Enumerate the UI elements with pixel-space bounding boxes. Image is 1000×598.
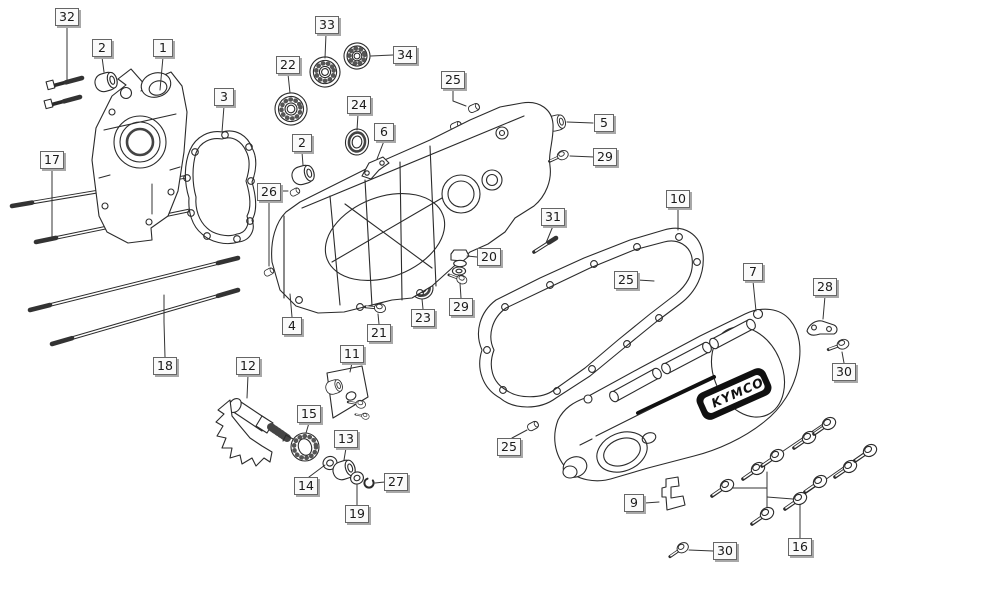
leader-line-29-23 — [459, 282, 462, 299]
leader-line-15-30 — [305, 422, 310, 434]
part-callout-25-21[interactable]: 25 — [614, 271, 638, 289]
drain-bolt-20-drawing — [450, 249, 470, 276]
circlip-27-drawing — [363, 477, 375, 489]
leader-line-25-11 — [452, 88, 467, 107]
part-callout-11-29[interactable]: 11 — [340, 345, 364, 363]
part-callout-30-37[interactable]: 30 — [713, 542, 737, 560]
part-callout-33-7[interactable]: 33 — [315, 16, 339, 34]
part-callout-31-16[interactable]: 31 — [541, 208, 565, 226]
leader-line-29-15 — [569, 155, 595, 158]
leader-line-27-34 — [374, 481, 386, 484]
leader-line-13-31 — [343, 447, 347, 461]
leader-line-3-3 — [221, 105, 225, 133]
leader-line-6-10 — [376, 140, 385, 160]
part-callout-4-26[interactable]: 4 — [282, 317, 302, 335]
leader-line-18-5 — [163, 294, 166, 358]
gasket-3-drawing — [183, 130, 257, 245]
transmission-cover-drawing: KYMCO — [554, 308, 801, 482]
bracket-9-drawing — [661, 476, 686, 511]
part-callout-28-19[interactable]: 28 — [813, 278, 837, 296]
part-callout-22-6[interactable]: 22 — [276, 56, 300, 74]
bearing-33-drawing — [309, 56, 341, 88]
kickstart-spindle-drawing — [215, 397, 291, 467]
part-callout-9-36[interactable]: 9 — [624, 494, 644, 512]
leader-line-7-18 — [752, 280, 757, 312]
crankcase-right-drawing — [271, 101, 554, 314]
leader-line-4-26 — [289, 293, 293, 318]
part-callout-19-33[interactable]: 19 — [345, 505, 369, 523]
part-callout-29-15[interactable]: 29 — [593, 148, 617, 166]
part-callout-5-14[interactable]: 5 — [594, 114, 614, 132]
leader-line-34-8 — [370, 54, 394, 57]
lever-28-drawing — [806, 320, 838, 336]
leader-line-12-28 — [246, 374, 249, 399]
leader-line-31-16 — [545, 225, 554, 244]
leader-line-20-22 — [466, 255, 478, 258]
part-callout-21-25[interactable]: 21 — [367, 324, 391, 342]
leader-line-14-32 — [308, 464, 326, 478]
part-callout-10-17[interactable]: 10 — [666, 190, 690, 208]
leader-line-21-25 — [377, 313, 380, 325]
leader-line-30-20 — [841, 351, 845, 364]
leader-line-2-1 — [101, 56, 105, 73]
leader-line-2-12 — [301, 151, 304, 166]
part-callout-30-20[interactable]: 30 — [832, 363, 856, 381]
bracket-6-drawing — [361, 156, 390, 180]
part-callout-2-12[interactable]: 2 — [292, 134, 312, 152]
leader-line-5-14 — [566, 121, 594, 124]
part-callout-3-3[interactable]: 3 — [214, 88, 234, 106]
part-callout-26-13[interactable]: 26 — [257, 183, 281, 201]
part-callout-14-32[interactable]: 14 — [294, 477, 318, 495]
leader-line-9-36 — [644, 501, 660, 504]
leader-line-11-29 — [349, 362, 353, 373]
stud-31-drawing — [532, 235, 559, 254]
leader-line-22-6 — [287, 73, 291, 94]
cover-gasket-10-drawing — [478, 227, 704, 408]
leader-line-25-35 — [511, 429, 528, 439]
part-callout-15-30[interactable]: 15 — [297, 405, 321, 423]
oil-seal-24-drawing — [344, 128, 370, 156]
leader-line-33-7 — [324, 33, 327, 59]
part-callout-27-34[interactable]: 27 — [384, 473, 408, 491]
part-callout-13-31[interactable]: 13 — [334, 430, 358, 448]
part-callout-6-10[interactable]: 6 — [374, 123, 394, 141]
bearing-22-drawing — [274, 92, 308, 126]
part-callout-23-24[interactable]: 23 — [411, 309, 435, 327]
leader-line-24-9 — [356, 113, 359, 131]
part-callout-2-1[interactable]: 2 — [92, 39, 112, 57]
leader-line-28-19 — [822, 295, 826, 320]
part-callout-25-35[interactable]: 25 — [497, 438, 521, 456]
leader-line-30-37 — [688, 549, 714, 552]
washer-19-drawing — [350, 471, 364, 485]
leader-line-25-21 — [637, 279, 655, 282]
crankcase-left-drawing — [91, 68, 188, 244]
part-callout-29-23[interactable]: 29 — [449, 298, 473, 316]
part-callout-16-38[interactable]: 16 — [788, 538, 812, 556]
part-callout-1-2[interactable]: 1 — [153, 39, 173, 57]
leader-line-1-2 — [159, 56, 164, 91]
part-callout-18-5[interactable]: 18 — [153, 357, 177, 375]
bearing-34-drawing — [343, 42, 371, 70]
part-callout-7-18[interactable]: 7 — [743, 263, 763, 281]
part-callout-32-0[interactable]: 32 — [55, 8, 79, 26]
part-callout-34-8[interactable]: 34 — [393, 46, 417, 64]
ratchet-spring-15-drawing — [282, 432, 320, 462]
part-callout-25-11[interactable]: 25 — [441, 71, 465, 89]
part-callout-24-9[interactable]: 24 — [347, 96, 371, 114]
leader-line-23-24 — [421, 298, 424, 310]
part-callout-12-28[interactable]: 12 — [236, 357, 260, 375]
part-callout-17-4[interactable]: 17 — [40, 151, 64, 169]
screw-set-16-drawing — [710, 413, 881, 526]
leader-lines — [51, 25, 845, 552]
stud-bolts-18-drawing — [27, 255, 241, 347]
part-callout-20-22[interactable]: 20 — [477, 248, 501, 266]
